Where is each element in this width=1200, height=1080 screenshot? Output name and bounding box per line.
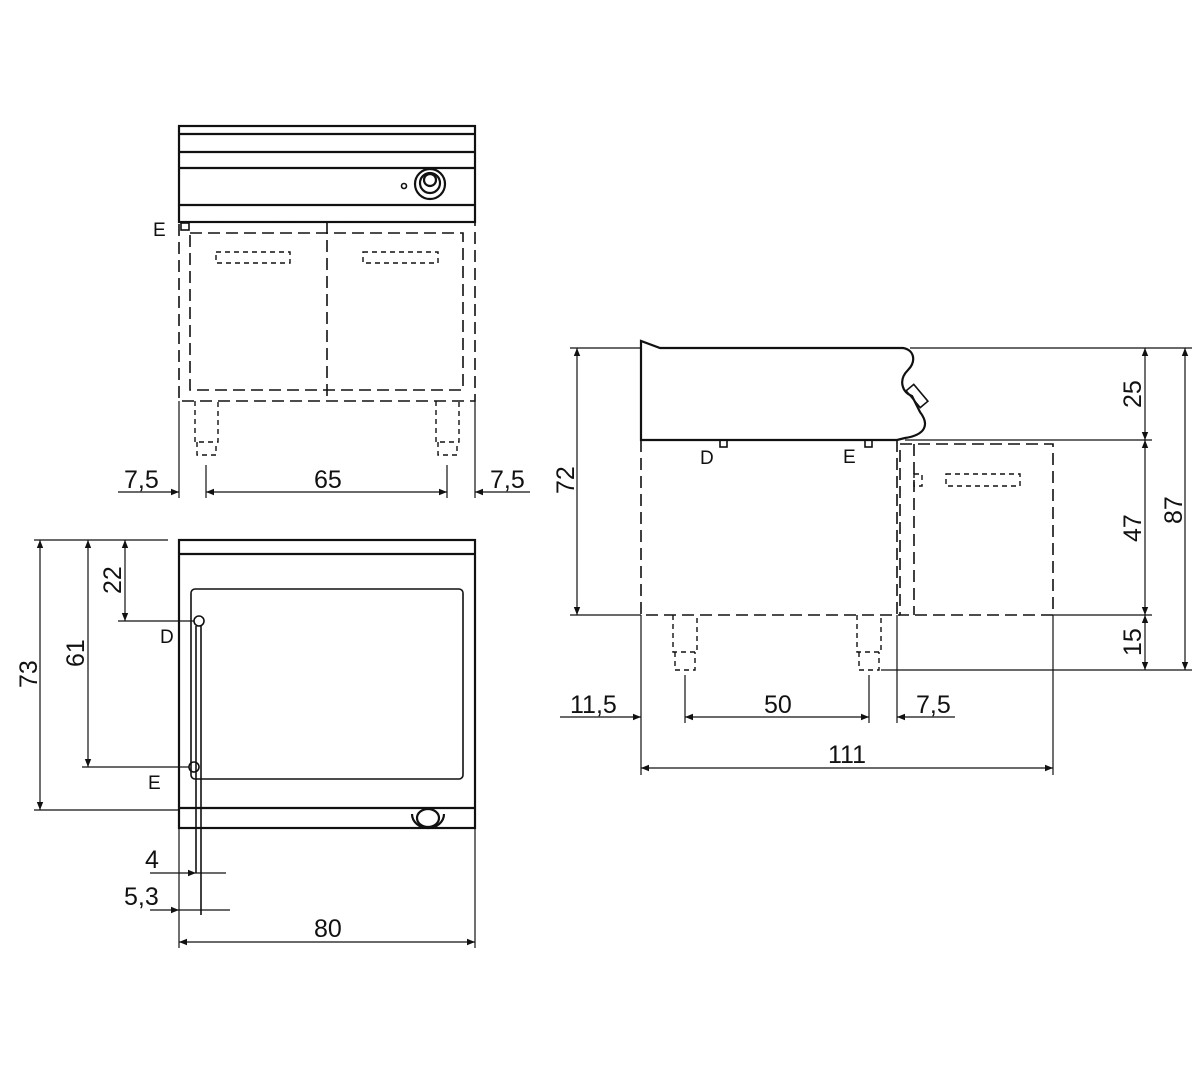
marker-d-label: D: [700, 448, 714, 469]
side-knob-icon: [904, 383, 930, 409]
dim-side-leg-height: 15: [1119, 628, 1147, 656]
side-legs: [672, 615, 882, 671]
dim-side-leg-spacing: 50: [764, 691, 792, 719]
cooking-surface: [190, 588, 464, 780]
marker-e-label: E: [148, 773, 161, 794]
dim-front-leg-spacing: 65: [314, 466, 342, 494]
dim-plan-to-d: 22: [99, 566, 127, 594]
plan-outline: [177, 538, 477, 830]
dim-plan-offset-4: 4: [145, 846, 159, 874]
plan-view: D E 73 61 22 4 5,3 80: [15, 538, 477, 948]
dim-plan-width: 80: [314, 915, 342, 943]
connection-d-icon: [719, 439, 728, 448]
marker-e-label: E: [843, 447, 856, 468]
door-handle-left: [215, 251, 291, 264]
dim-side-total-height: 87: [1160, 496, 1188, 524]
side-door-open: [899, 443, 1054, 616]
side-cabinet-outline: [640, 440, 900, 616]
dim-side-cabinet-height: 47: [1119, 514, 1147, 542]
side-top-unit: [639, 339, 927, 442]
dim-side-front-offset: 11,5: [570, 691, 617, 719]
dim-side-rear-offset: 7,5: [916, 691, 951, 719]
control-knob-icon: [400, 167, 447, 201]
side-view: D E 72 25 47 15 87: [552, 339, 1192, 775]
front-legs: [194, 401, 460, 456]
dim-plan-depth-total: 73: [15, 660, 43, 688]
dim-side-body-height: 72: [552, 466, 580, 494]
side-door-handle: [945, 473, 1021, 487]
connection-d-icon: [193, 615, 205, 627]
dim-side-total-depth: 111: [828, 741, 866, 769]
dim-plan-to-e: 61: [62, 639, 90, 667]
front-view: E 7,5 65 7,5: [118, 124, 530, 498]
connection-e-icon: [180, 222, 190, 231]
dim-plan-offset-5-3: 5,3: [124, 883, 159, 911]
dim-side-top-height: 25: [1119, 380, 1147, 408]
door-handle-right: [362, 251, 439, 264]
dim-front-right-offset: 7,5: [490, 466, 525, 494]
connection-e-icon: [864, 439, 873, 448]
plan-knob-icon: [410, 807, 446, 830]
marker-e-label: E: [153, 220, 166, 241]
dim-front-left-offset: 7,5: [124, 466, 159, 494]
marker-d-label: D: [160, 627, 174, 648]
